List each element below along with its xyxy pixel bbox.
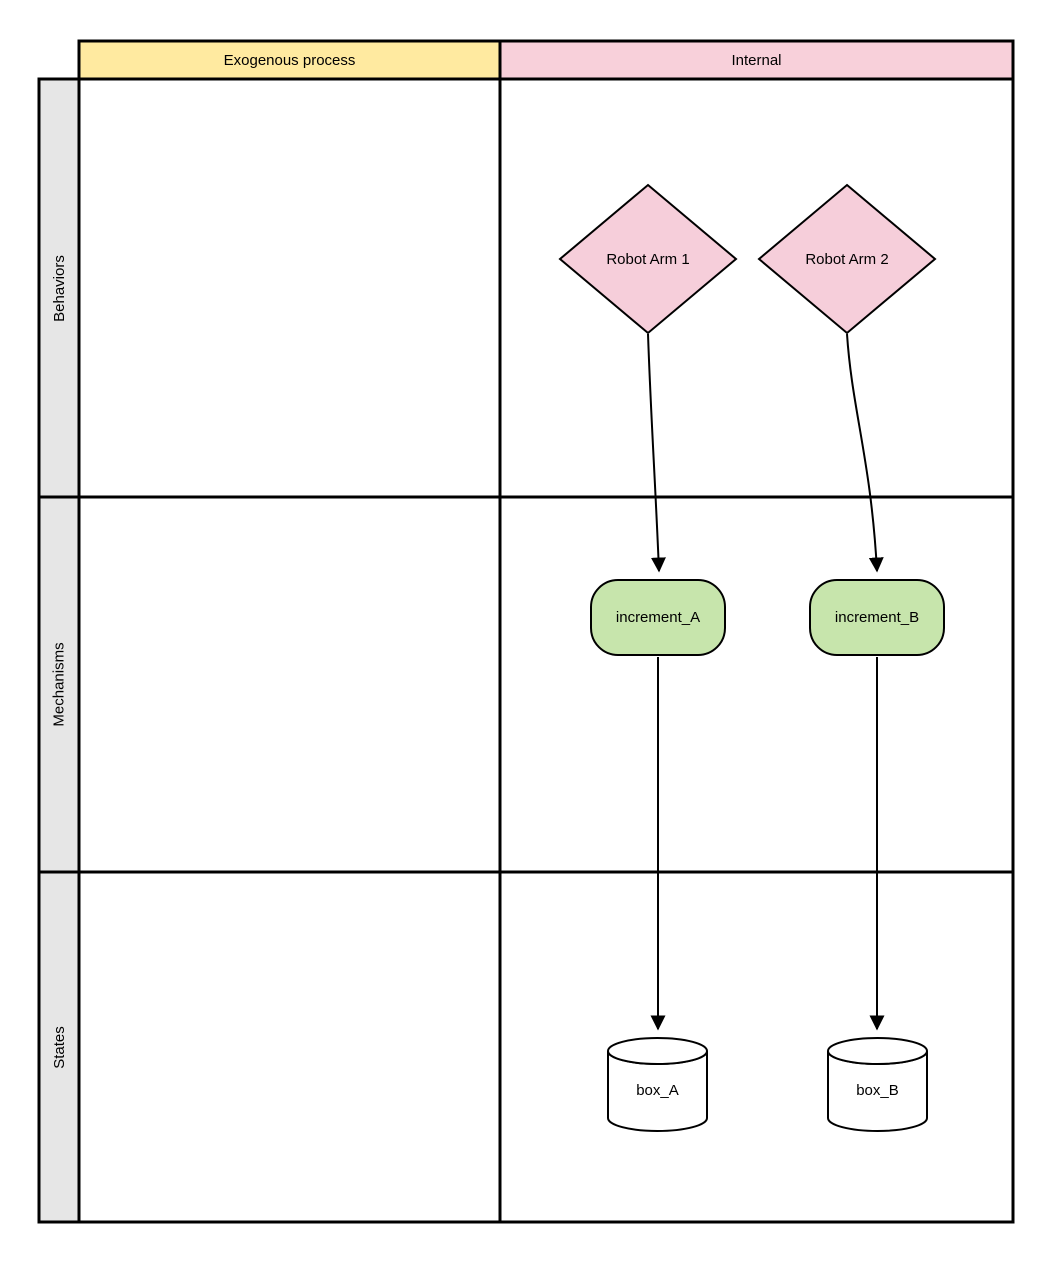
column-header-internal xyxy=(498,39,1015,81)
node-box-a-cylinder[interactable] xyxy=(607,1037,708,1132)
cell-mechanisms-exogenous xyxy=(77,495,502,874)
column-header-exogenous-process xyxy=(77,39,502,81)
cell-mechanisms-internal xyxy=(498,495,1015,874)
row-header-behaviors xyxy=(37,77,81,499)
cell-states-exogenous xyxy=(77,870,502,1224)
node-robot-arm-2-diamond[interactable] xyxy=(757,183,937,335)
cell-states-internal xyxy=(498,870,1015,1224)
edge-robot-arm-2-to-increment-b xyxy=(846,333,884,573)
node-increment-b-rounded-rect[interactable] xyxy=(809,579,945,656)
cell-behaviors-exogenous xyxy=(77,77,502,499)
node-increment-a-rounded-rect[interactable] xyxy=(590,579,726,656)
node-robot-arm-1-diamond[interactable] xyxy=(558,183,738,335)
cell-behaviors-internal xyxy=(498,77,1015,499)
node-box-b-cylinder[interactable] xyxy=(827,1037,928,1132)
row-header-mechanisms xyxy=(37,495,81,874)
row-header-states xyxy=(37,870,81,1224)
edge-robot-arm-1-to-increment-a xyxy=(647,333,666,573)
